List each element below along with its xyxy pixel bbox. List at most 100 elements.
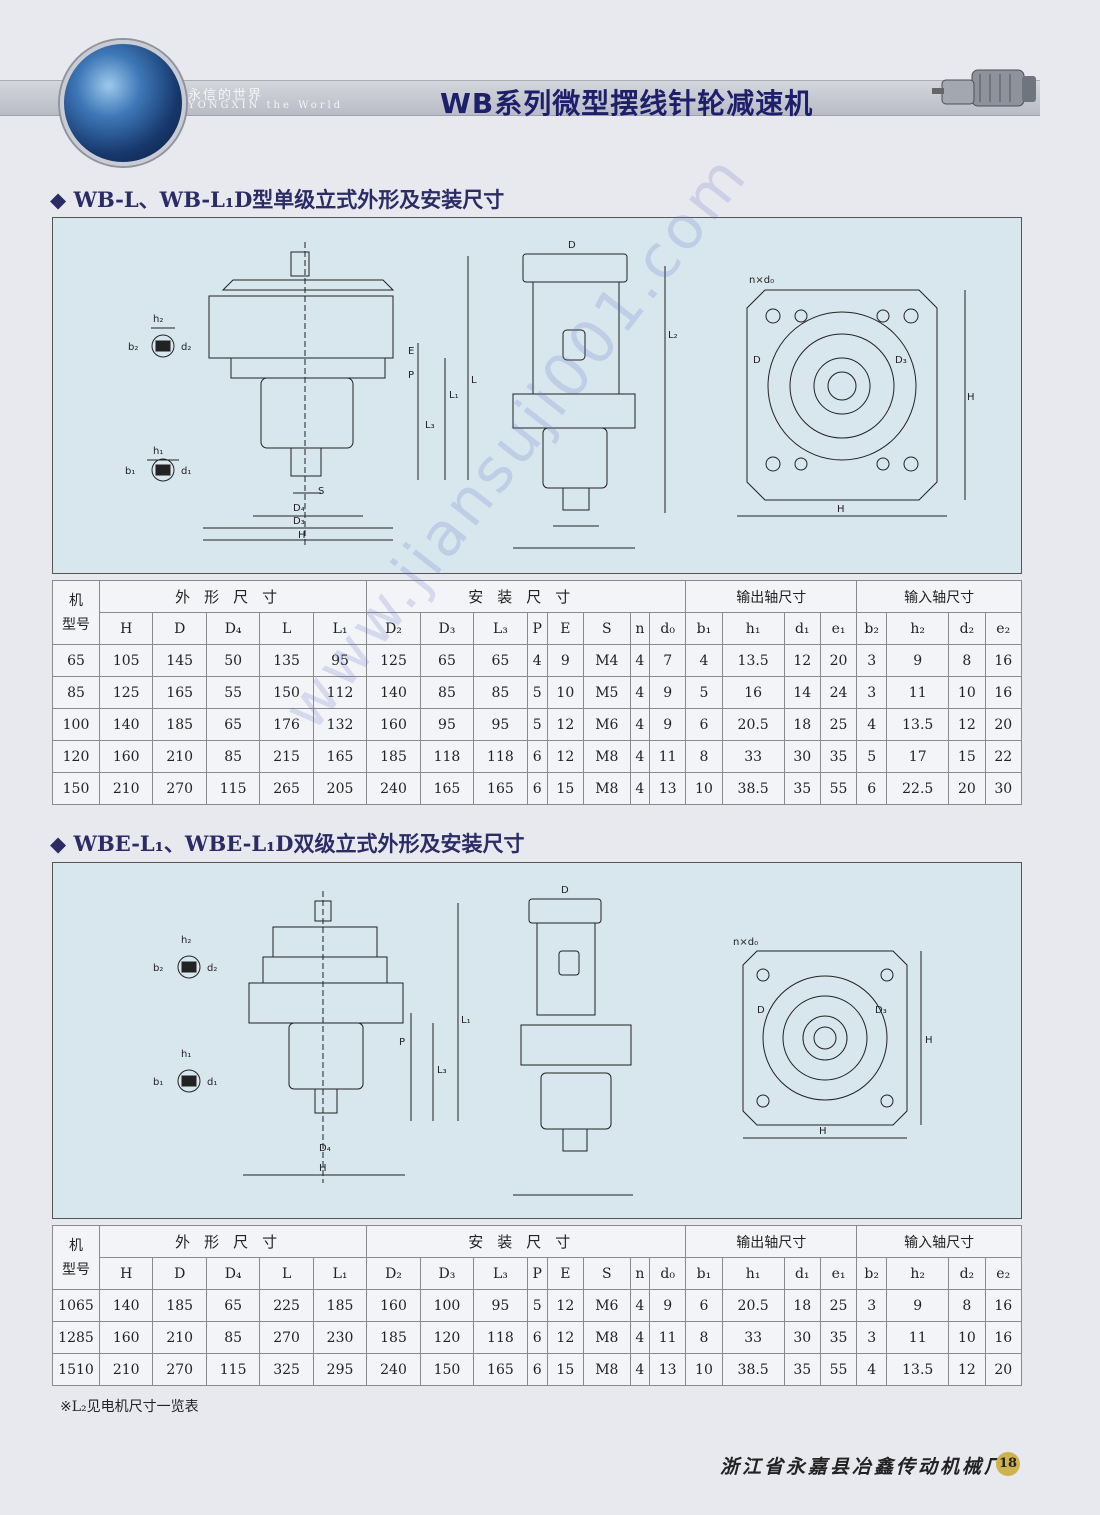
svg-text:E: E [408,346,414,357]
table-cell: 160 [98,1321,154,1354]
column-header-row: H D D₄ L L₁ D₂ D₃ L₃ P E S n d₀ b₁ h₁ d₁… [53,612,1022,645]
table-cell: 65 [419,644,475,677]
svg-text:S: S [318,486,324,497]
table-cell: 11 [649,1321,687,1354]
table-cell: 118 [419,740,475,773]
svg-text:H: H [819,1126,827,1137]
table-cell: 25 [819,708,858,741]
table-cell: 5 [685,676,723,709]
table-cell: 265 [259,772,314,805]
table-cell: 8 [685,1321,723,1354]
table-cell: 11 [886,676,950,709]
svg-text:L₃: L₃ [437,1065,447,1076]
table-cell: 10 [948,1321,986,1354]
table-cell: 10 [948,676,986,709]
table-cell: 210 [98,772,154,805]
table-cell: 5 [856,740,888,773]
table-cell: 9 [649,676,687,709]
header-group-outline: 外形尺寸 [98,1225,368,1258]
gear-motor-image [932,69,1036,107]
table-cell: 4 [629,1321,651,1354]
table-cell: 118 [473,1321,528,1354]
table-cell: 18 [783,708,821,741]
table-cell: 210 [98,1353,154,1386]
table-cell: 6 [685,1289,723,1322]
header-group-outline: 外形尺寸 [98,580,368,613]
table-cell: 270 [152,1353,207,1386]
table-cell: 160 [98,740,154,773]
svg-text:h₂: h₂ [181,935,191,946]
header-group-mounting: 安装尺寸 [366,1225,687,1258]
table-cell: 125 [366,644,421,677]
section-title-double-stage: ◆ WBE-L₁、WBE-L₁D双级立式外形及安装尺寸 [50,831,525,856]
table-cell: 9 [886,644,950,677]
footnote: ※L₂见电机尺寸一览表 [60,1399,199,1415]
table-cell: 10 [685,772,723,805]
table-cell: 6 [685,708,723,741]
table-cell: 6 [526,1321,548,1354]
model-cell: 1285 [52,1321,100,1354]
table-cell: 5 [526,1289,548,1322]
table-cell: 140 [98,708,154,741]
table-cell: 3 [856,1289,888,1322]
table-cell: 150 [419,1353,475,1386]
table-cell: 3 [856,1321,888,1354]
table-cell: 24 [819,676,858,709]
table-cell: 9 [546,644,584,677]
table-cell: 11 [649,740,687,773]
table-cell: M5 [582,676,631,709]
table-cell: 55 [819,1353,858,1386]
table-cell: 95 [312,644,368,677]
model-cell: 120 [52,740,100,773]
table-cell: 55 [205,676,261,709]
table-cell: 185 [366,1321,421,1354]
table-cell: 65 [205,708,261,741]
table-cell: 4 [685,644,723,677]
table-cell: 6 [526,772,548,805]
table-cell: 20.5 [721,708,785,741]
table-cell: 13.5 [886,708,950,741]
table-cell: 95 [419,708,475,741]
table-cell: 35 [819,1321,858,1354]
table-cell: 50 [205,644,261,677]
brand-name-en: YONGXIN the World [188,100,344,111]
table-cell: 85 [205,740,261,773]
table-cell: 165 [152,676,207,709]
table-cell: 9 [886,1289,950,1322]
table-cell: 3 [856,644,888,677]
table-cell: 33 [721,740,785,773]
table-cell: 18 [783,1289,821,1322]
table-cell: 16 [984,644,1022,677]
table-cell: 38.5 [721,1353,785,1386]
model-cell: 85 [52,676,100,709]
table-cell: 185 [152,708,207,741]
section-title-single-stage: ◆ WB-L、WB-L₁D型单级立式外形及安装尺寸 [50,187,505,212]
table-cell: M6 [582,1289,631,1322]
table-cell: 12 [546,708,584,741]
svg-text:h₁: h₁ [181,1049,191,1060]
svg-text:D: D [561,885,569,896]
table-cell: 95 [473,708,528,741]
table-cell: 30 [783,1321,821,1354]
page-number: 18 [996,1452,1020,1476]
svg-text:D₃: D₃ [293,516,305,527]
table-cell: 85 [473,676,528,709]
table-cell: 4 [526,644,548,677]
model-cell: 1510 [52,1353,100,1386]
svg-text:D₃: D₃ [875,1005,887,1016]
table-cell: 132 [312,708,368,741]
svg-text:P: P [399,1037,405,1048]
table-cell: 165 [473,1353,528,1386]
header-group-input-shaft: 输入轴尺寸 [856,1225,1022,1258]
table-cell: 118 [473,740,528,773]
table-cell: 105 [98,644,154,677]
svg-text:L₁: L₁ [449,390,459,401]
table-cell: 135 [259,644,314,677]
model-cell: 65 [52,644,100,677]
table-cell: 20 [819,644,858,677]
spec-table-double-stage: 机型号 外形尺寸 安装尺寸 输出轴尺寸 输入轴尺寸 H D D₄ L L₁ D₂… [52,1225,1022,1386]
